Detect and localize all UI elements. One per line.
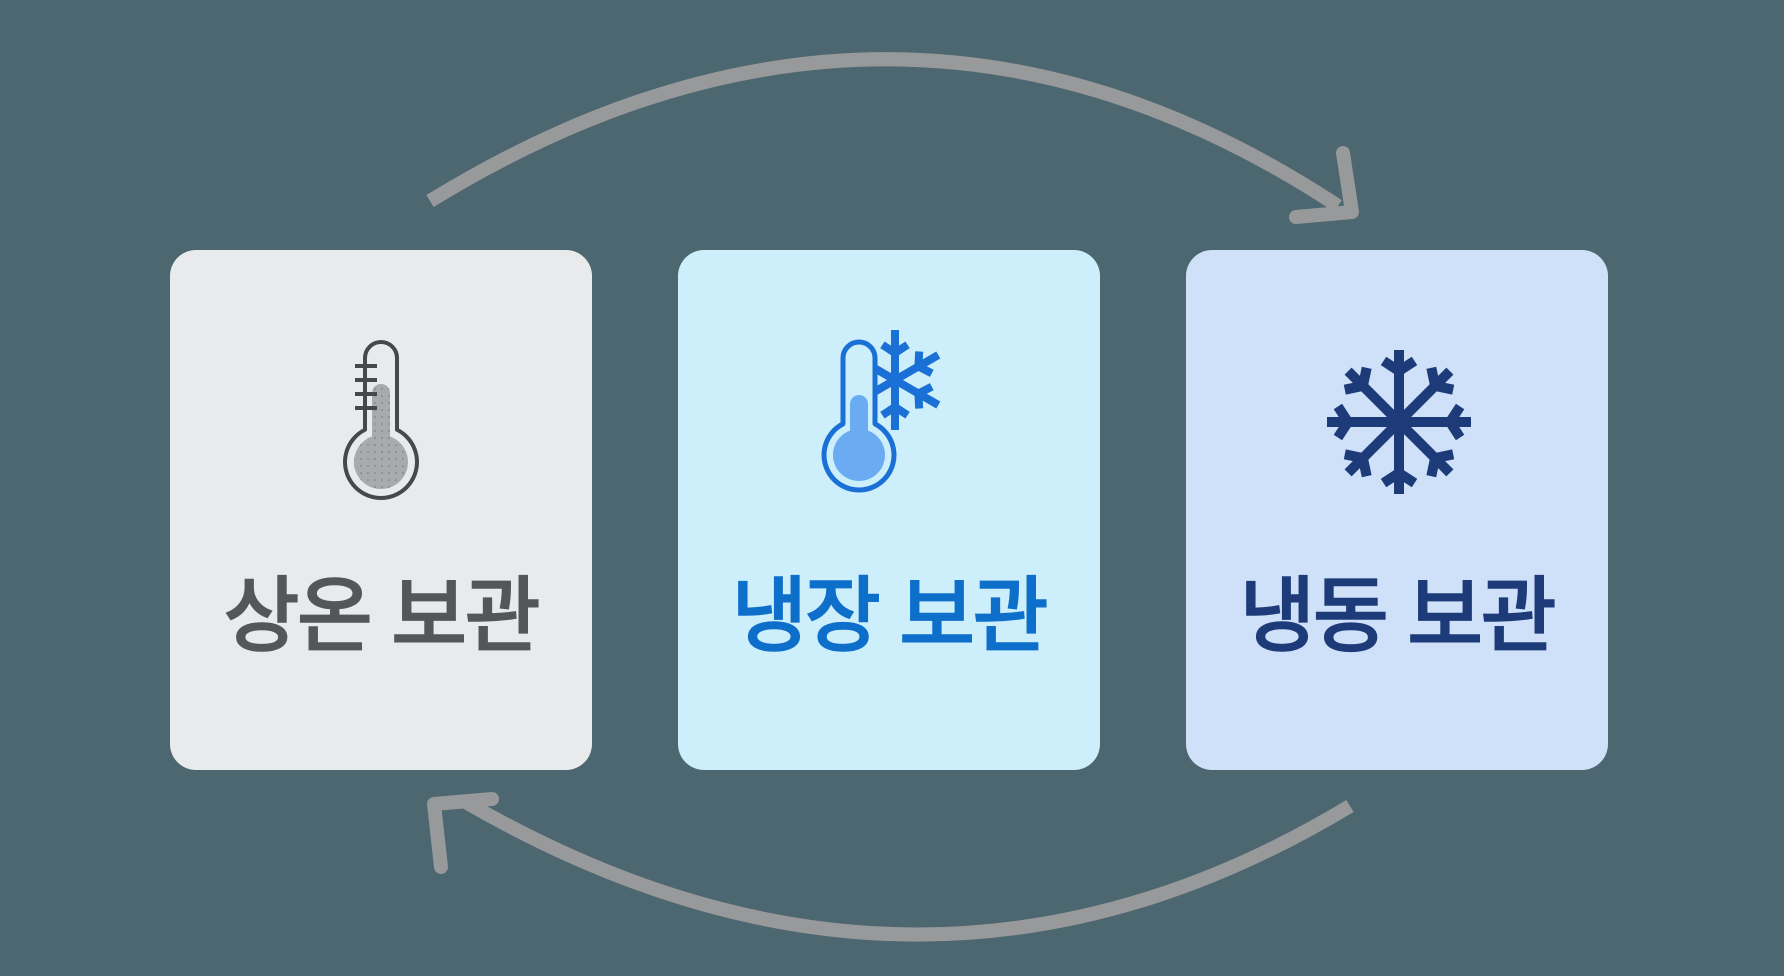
- card-label-room-temp: 상온 보관: [223, 571, 541, 662]
- cycle-arrow-bottom-arrowhead-icon: [427, 792, 499, 874]
- cycle-arrow-top-arrowhead-icon: [1289, 146, 1359, 224]
- snowflake-icon: [1327, 350, 1471, 494]
- card-label-refrigerated: 냉장 보관: [731, 571, 1049, 662]
- card-label-frozen: 냉동 보관: [1239, 571, 1557, 662]
- cycle-arrow-bottom: [458, 793, 1354, 942]
- card-refrigerated-storage: 냉장 보관: [678, 250, 1100, 770]
- thermometer-mercury: [354, 384, 408, 489]
- thermometer-scale-ticks: [355, 364, 377, 410]
- thermometer-icon: [343, 340, 419, 500]
- card-room-temp-storage: 상온 보관: [170, 250, 592, 770]
- thermometer-snowflake-icon: [821, 330, 941, 493]
- thermometer-mercury: [833, 395, 885, 481]
- cycle-arrow-top: [426, 52, 1342, 212]
- card-frozen-storage: 냉동 보관: [1186, 250, 1608, 770]
